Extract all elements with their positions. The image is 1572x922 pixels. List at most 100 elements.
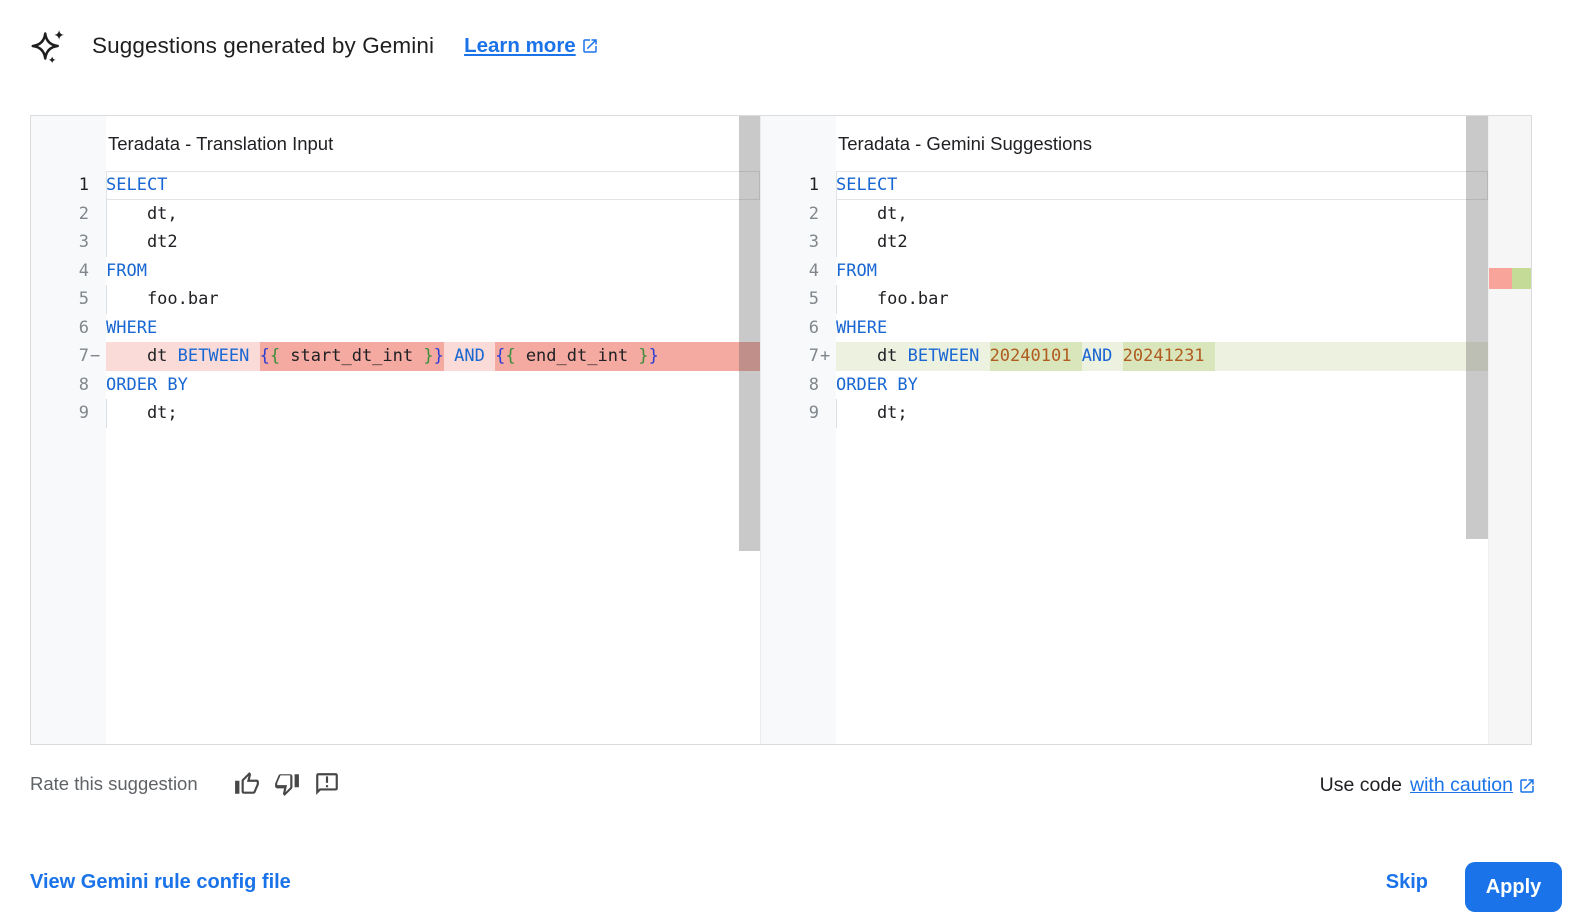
thumbs-down-icon[interactable] <box>274 771 300 797</box>
code-line: 2 dt, <box>761 199 1488 229</box>
diff-marker <box>89 228 106 257</box>
with-caution-link[interactable]: with caution <box>1410 774 1536 797</box>
learn-more-label: Learn more <box>464 34 576 57</box>
code-line: 8 ORDER BY <box>761 371 1488 400</box>
line-number: 5 <box>808 289 819 309</box>
line-number: 7 <box>78 346 89 366</box>
diff-marker: + <box>820 346 831 366</box>
line-number: 6 <box>808 317 819 338</box>
diff-line-fill <box>658 342 760 371</box>
line-number: 5 <box>78 289 89 309</box>
page-title: Suggestions generated by Gemini <box>92 33 435 58</box>
code-line: 6 WHERE <box>31 314 760 343</box>
code-line: 2 dt, <box>31 199 760 229</box>
code-line: 1 SELECT <box>761 171 1488 200</box>
header: Suggestions generated by Gemini Learn mo… <box>30 28 599 64</box>
diff-marker <box>819 399 836 428</box>
code-text: WHERE <box>836 317 888 338</box>
line-number: 2 <box>78 203 89 224</box>
skip-button[interactable]: Skip <box>1385 871 1428 893</box>
line-number: 2 <box>808 203 819 224</box>
line-number: 3 <box>808 232 819 252</box>
code-line: 6 WHERE <box>761 314 1488 343</box>
code-line: 7+ dt BETWEEN 20240101 AND 20241231 <box>761 342 1488 371</box>
with-caution-label: with caution <box>1410 774 1513 796</box>
diff-marker <box>819 257 836 286</box>
code-text: dt BETWEEN {{ start_dt_int }} AND {{ end… <box>106 342 760 371</box>
code-text: dt2 <box>836 228 1488 257</box>
external-link-icon <box>1520 778 1534 793</box>
diff-marker <box>819 371 836 400</box>
line-number: 7 <box>808 346 819 366</box>
code-text: SELECT <box>106 171 760 200</box>
gemini-sparkle-icon <box>31 30 64 64</box>
feedback-icon[interactable] <box>314 771 340 797</box>
diff-marker <box>819 228 836 257</box>
code-line: 4 FROM <box>31 257 760 286</box>
code-text: FROM <box>836 260 877 281</box>
code-text: dt, <box>106 199 760 229</box>
line-number: 4 <box>78 260 89 281</box>
code-text: WHERE <box>106 317 158 338</box>
line-number: 6 <box>78 317 89 338</box>
code-line: 9 dt; <box>31 399 760 428</box>
code-text: FROM <box>106 260 147 281</box>
use-code-prefix: Use code <box>1319 774 1403 796</box>
diff-marker <box>819 285 836 314</box>
code-line: 4 FROM <box>761 257 1488 286</box>
code-text: ORDER BY <box>836 374 918 395</box>
apply-button[interactable]: Apply <box>1465 862 1562 912</box>
line-number: 1 <box>808 175 819 195</box>
rate-row: Rate this suggestion <box>30 771 340 797</box>
code-text: foo.bar <box>836 285 1488 314</box>
code-line: 7− dt BETWEEN {{ start_dt_int }} AND {{ … <box>31 342 760 371</box>
code-text: dt2 <box>106 228 760 257</box>
rate-label: Rate this suggestion <box>30 773 198 794</box>
line-number: 1 <box>78 175 89 195</box>
learn-more-link[interactable]: Learn more <box>464 34 599 58</box>
overview-removed-mark <box>1489 268 1512 289</box>
code-text: SELECT <box>836 171 1488 200</box>
code-text: dt BETWEEN 20240101 AND 20241231 <box>836 342 1488 371</box>
code-line: 5 foo.bar <box>31 285 760 314</box>
code-line: 1 SELECT <box>31 171 760 200</box>
diff-marker <box>819 171 836 200</box>
overview-added-mark <box>1512 268 1531 289</box>
code-line: 3 dt2 <box>31 228 760 257</box>
external-link-icon <box>582 39 597 53</box>
diff-marker: − <box>90 346 101 366</box>
diff-marker <box>89 171 106 200</box>
code-line: 8 ORDER BY <box>31 371 760 400</box>
code-text: foo.bar <box>106 285 760 314</box>
line-number: 9 <box>808 403 819 423</box>
view-rule-config-link[interactable]: View Gemini rule config file <box>30 871 291 893</box>
code-text: dt; <box>106 399 760 428</box>
code-text: dt, <box>836 199 1488 229</box>
code-line: 3 dt2 <box>761 228 1488 257</box>
line-number: 4 <box>808 260 819 281</box>
scrollbar-thumb[interactable] <box>739 116 760 551</box>
thumbs-up-icon[interactable] <box>234 771 260 797</box>
diff-marker <box>89 371 106 400</box>
diff-marker <box>89 257 106 286</box>
code-text: dt; <box>836 399 1488 428</box>
code-text: ORDER BY <box>106 374 188 395</box>
code-line: 9 dt; <box>761 399 1488 428</box>
scrollbar-thumb[interactable] <box>1466 116 1488 539</box>
use-code-note: Use code with caution <box>1320 774 1536 797</box>
diff-overview-ruler[interactable] <box>1488 116 1531 744</box>
line-number: 3 <box>78 232 89 252</box>
diff-marker <box>89 200 106 229</box>
editor-title: Teradata - Translation Input <box>108 132 334 154</box>
code-line: 5 foo.bar <box>761 285 1488 314</box>
diff-marker <box>89 314 106 343</box>
diff-marker <box>89 399 106 428</box>
line-number: 8 <box>808 374 819 395</box>
line-number: 8 <box>78 374 89 395</box>
line-number: 9 <box>78 403 89 423</box>
